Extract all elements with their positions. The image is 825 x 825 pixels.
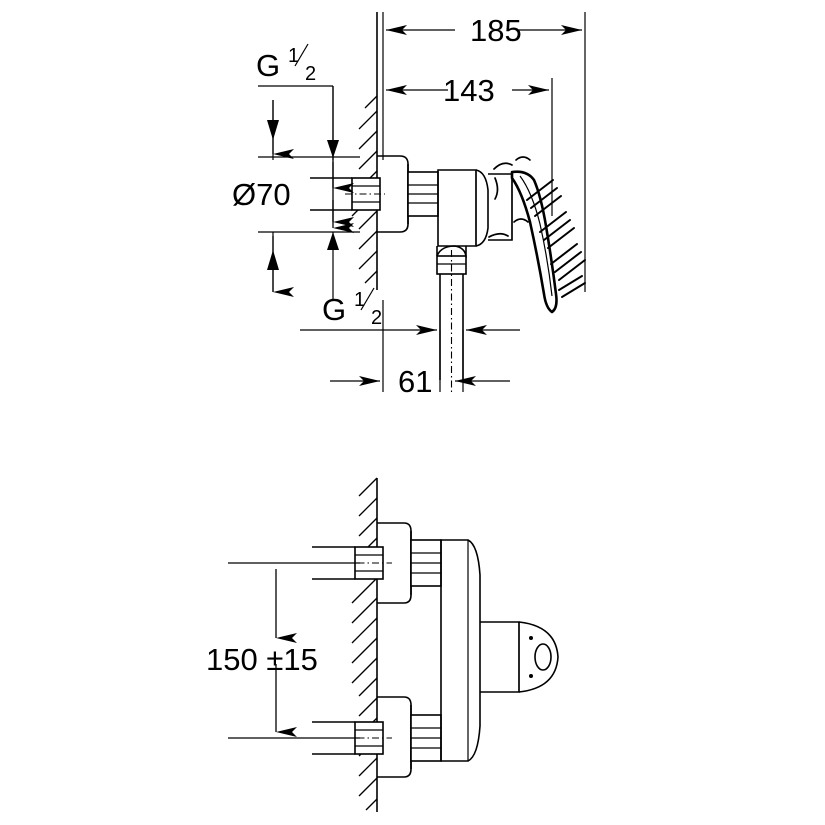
motion-dash-lines: [526, 179, 586, 298]
annotation-outlet-g-half: G 1 2: [300, 287, 520, 335]
wall-top-view: [351, 12, 378, 290]
outlet-thread-letter: G: [322, 292, 346, 327]
cartridge-collar-top: [488, 173, 513, 241]
outlet-spout-bottom: [480, 621, 559, 693]
inlet-thread-letter: G: [256, 48, 280, 83]
outlet-thread-numerator: 1: [354, 289, 365, 311]
dimension-143: 143: [386, 73, 549, 108]
coupling-nut-lower-bottom: [410, 714, 442, 762]
dimension-185: 185: [386, 13, 582, 48]
inlet-connector-top: [310, 177, 385, 211]
coupling-nut-top: [407, 171, 439, 217]
coupling-nut-upper-bottom: [410, 539, 442, 587]
dimension-61: 61: [330, 300, 510, 399]
dimension-diameter-70-inner-arrows: [267, 120, 339, 270]
inlet-thread-denominator: 2: [305, 63, 316, 85]
inlet-thread-numerator: 1: [288, 45, 299, 67]
escutcheon-top: [377, 155, 409, 233]
handle-motion-arcs: [488, 156, 586, 298]
wall-bottom-view: [351, 477, 378, 812]
wall-hatching-bottom: [351, 477, 378, 811]
outlet-thread-denominator: 2: [371, 307, 382, 329]
dimension-diameter-70: Ø70: [232, 100, 354, 297]
mixer-body-bottom: [440, 539, 481, 762]
dimension-143-label: 143: [443, 73, 495, 108]
top-view-group: 185 143 G 1 2 Ø70: [232, 12, 586, 399]
dimension-150-label: 150 ±15: [206, 642, 318, 677]
dimension-185-label: 185: [470, 13, 522, 48]
lever-handle-top: [510, 170, 558, 314]
mixer-body-top: [437, 169, 489, 247]
dimension-61-label: 61: [398, 364, 432, 399]
bottom-view-group: 150 ±15: [206, 477, 559, 812]
dimension-diameter-70-label: Ø70: [232, 177, 291, 212]
outlet-connector-top: [436, 245, 467, 392]
dimension-150-plus-minus-15: 150 ±15: [206, 562, 360, 739]
